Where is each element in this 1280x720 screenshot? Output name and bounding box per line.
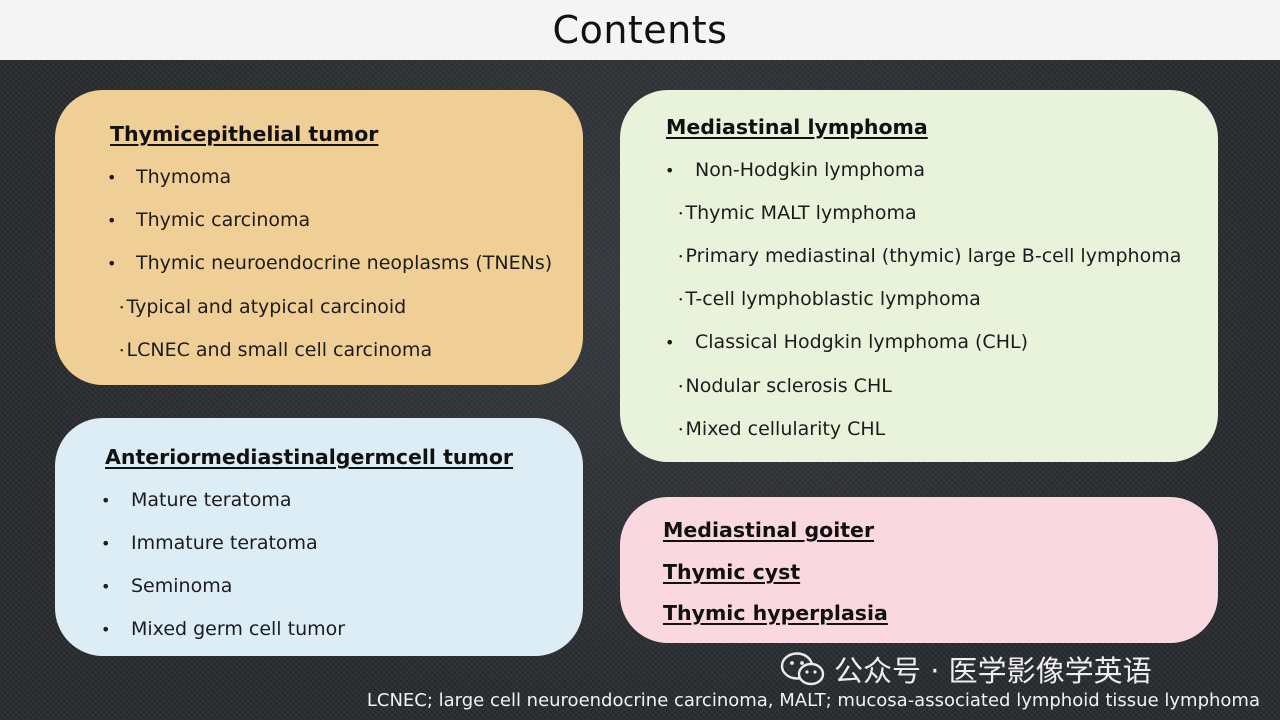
sub-bullet-mark: ･ <box>677 421 685 439</box>
sub-item-label: Primary mediastinal (thymic) large B-cel… <box>685 245 1182 267</box>
sub-bullet-mark: ･ <box>677 291 685 309</box>
card-mediastinal-lymphoma: Mediastinal lymphoma • Non-Hodgkin lymph… <box>620 90 1218 462</box>
wechat-icon <box>780 652 825 686</box>
heading-mediastinal-goiter: Mediastinal goiter <box>663 518 875 542</box>
bullet-mark: • <box>107 211 117 230</box>
sub-item-label: Nodular sclerosis CHL <box>685 375 892 397</box>
list-item-non-hodgkin: Non-Hodgkin lymphoma <box>695 159 926 181</box>
sub-item-label: Thymic MALT lymphoma <box>685 202 917 224</box>
watermark-text: 公众号 · 医学影像学英语 <box>834 654 1152 688</box>
bullet-mark: • <box>107 254 117 273</box>
sub-item-label: Typical and atypical carcinoid <box>126 296 407 318</box>
list-item-immature-teratoma: Immature teratoma <box>131 532 318 554</box>
watermark: 公众号 · 医学影像学英语 <box>780 648 1152 690</box>
bullet-mark: • <box>101 577 111 596</box>
bullet-mark: • <box>665 333 675 352</box>
sub-bullet-mark: ･ <box>118 299 126 317</box>
sub-item-nodular-sclerosis: ･Nodular sclerosis CHL <box>677 375 892 397</box>
title-bar: Contents <box>0 0 1280 60</box>
bullet-mark: • <box>101 534 111 553</box>
card-thymic-epithelial-tumor: Thymicepithelial tumor • Thymoma • Thymi… <box>55 90 583 385</box>
heading-thymic-hyperplasia: Thymic hyperplasia <box>663 601 888 625</box>
sub-bullet-mark: ･ <box>677 205 685 223</box>
sub-item-t-cell: ･T-cell lymphoblastic lymphoma <box>677 288 981 310</box>
card-germ-cell-tumor: Anteriormediastinalgermcell tumor • Matu… <box>55 418 583 656</box>
heading-mediastinal-lymphoma: Mediastinal lymphoma <box>666 115 928 139</box>
sub-bullet-mark: ･ <box>118 342 126 360</box>
heading-thymic-cyst: Thymic cyst <box>663 560 801 584</box>
sub-item-pmbcl: ･Primary mediastinal (thymic) large B-ce… <box>677 245 1181 267</box>
bullet-mark: • <box>101 491 111 510</box>
sub-bullet-mark: ･ <box>677 248 685 266</box>
list-item-mature-teratoma: Mature teratoma <box>131 489 292 511</box>
sub-bullet-mark: ･ <box>677 378 685 396</box>
bullet-mark: • <box>665 161 675 180</box>
sub-item-lcnec: ･LCNEC and small cell carcinoma <box>118 339 432 361</box>
bullet-mark: • <box>107 168 117 187</box>
sub-item-label: LCNEC and small cell carcinoma <box>126 339 433 361</box>
list-item-classical-hodgkin: Classical Hodgkin lymphoma (CHL) <box>695 331 1028 353</box>
sub-item-carcinoid: ･Typical and atypical carcinoid <box>118 296 406 318</box>
list-item-thymic-carcinoma: Thymic carcinoma <box>136 209 311 231</box>
sub-item-mixed-cellularity: ･Mixed cellularity CHL <box>677 418 885 440</box>
heading-germ-cell-tumor: Anteriormediastinalgermcell tumor <box>105 445 514 469</box>
card-other-entities: Mediastinal goiter Thymic cyst Thymic hy… <box>620 497 1218 643</box>
sub-item-label: Mixed cellularity CHL <box>685 418 886 440</box>
list-item-thymoma: Thymoma <box>136 166 232 188</box>
list-item-seminoma: Seminoma <box>131 575 233 597</box>
page-title: Contents <box>552 8 728 52</box>
sub-item-malt: ･Thymic MALT lymphoma <box>677 202 917 224</box>
heading-thymic-epithelial-tumor: Thymicepithelial tumor <box>110 122 379 146</box>
footnote: LCNEC; large cell neuroendocrine carcino… <box>366 690 1260 711</box>
list-item-tnens: Thymic neuroendocrine neoplasms (TNENs) <box>136 252 553 274</box>
list-item-mixed-germ-cell: Mixed germ cell tumor <box>131 618 346 640</box>
sub-item-label: T-cell lymphoblastic lymphoma <box>685 288 981 310</box>
bullet-mark: • <box>101 620 111 639</box>
